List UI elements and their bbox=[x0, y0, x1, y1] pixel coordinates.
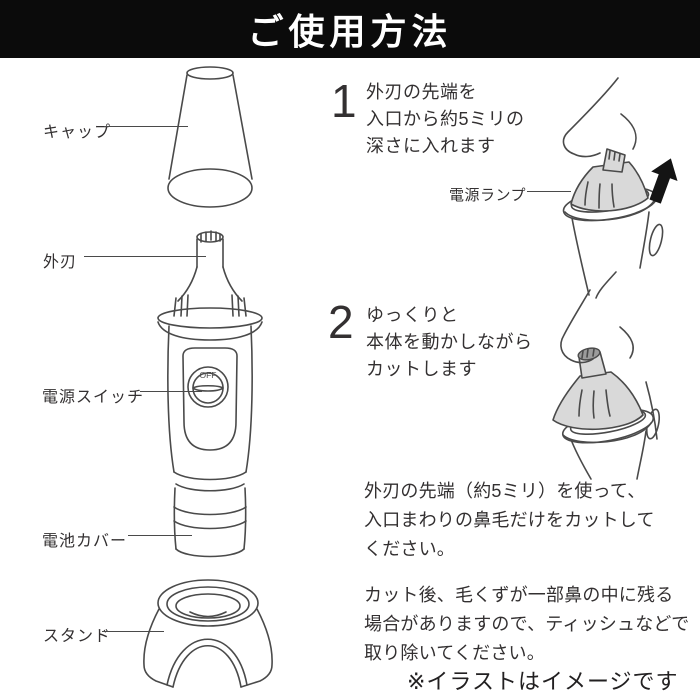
outer-blade-illustration bbox=[177, 230, 243, 302]
step-1-number: 1 bbox=[331, 75, 357, 127]
step-2-number: 2 bbox=[328, 296, 354, 348]
leader-line-battery-cover bbox=[128, 535, 192, 536]
direction-arrow-icon bbox=[649, 158, 678, 204]
nose-outline bbox=[562, 77, 637, 299]
trimmer-head bbox=[552, 347, 644, 431]
leader-line-stand bbox=[102, 631, 164, 632]
label-cap: キャップ bbox=[43, 124, 112, 141]
step-2-text: ゆっくりと 本体を動かしながら カットします bbox=[366, 305, 533, 379]
device-exploded-diagram: OFF bbox=[143, 66, 273, 688]
leader-line-outer-blade bbox=[84, 256, 206, 257]
leader-line-power-switch bbox=[140, 391, 202, 392]
page-title: ご使用方法 bbox=[247, 11, 453, 52]
battery-cover-illustration bbox=[173, 487, 247, 558]
label-stand: スタンド bbox=[43, 628, 112, 645]
stand-illustration bbox=[143, 579, 273, 688]
trimmer-handle bbox=[571, 211, 664, 296]
footnote: ※イラストはイメージです bbox=[407, 669, 679, 694]
cap-illustration bbox=[167, 66, 253, 208]
step-1-illustration bbox=[562, 77, 678, 299]
label-power-switch: 電源スイッチ bbox=[42, 389, 145, 406]
trimmer-head bbox=[570, 148, 649, 212]
nose-outline bbox=[560, 289, 634, 364]
power-lamp-label: 電源ランプ bbox=[449, 187, 527, 204]
body-illustration bbox=[157, 294, 263, 492]
usage-note-2: カット後、毛くずが一部鼻の中に残る 場合がありますので、ティッシュなどで 取り除… bbox=[364, 585, 690, 663]
header-banner: ご使用方法 bbox=[0, 0, 700, 58]
step-1-text: 外刃の先端を 入口から約5ミリの 深さに入れます bbox=[366, 82, 525, 156]
power-switch-dial: OFF bbox=[187, 366, 229, 408]
power-switch-off-text: OFF bbox=[200, 370, 217, 380]
label-battery-cover: 電池カバー bbox=[42, 533, 128, 550]
leader-line-power-lamp bbox=[527, 191, 571, 192]
step-2-illustration bbox=[552, 289, 661, 480]
leader-line-cap bbox=[104, 126, 188, 127]
usage-note-1: 外刃の先端（約5ミリ）を使って、 入口まわりの鼻毛だけをカットして ください。 bbox=[364, 481, 655, 559]
label-outer-blade: 外刃 bbox=[43, 254, 78, 271]
